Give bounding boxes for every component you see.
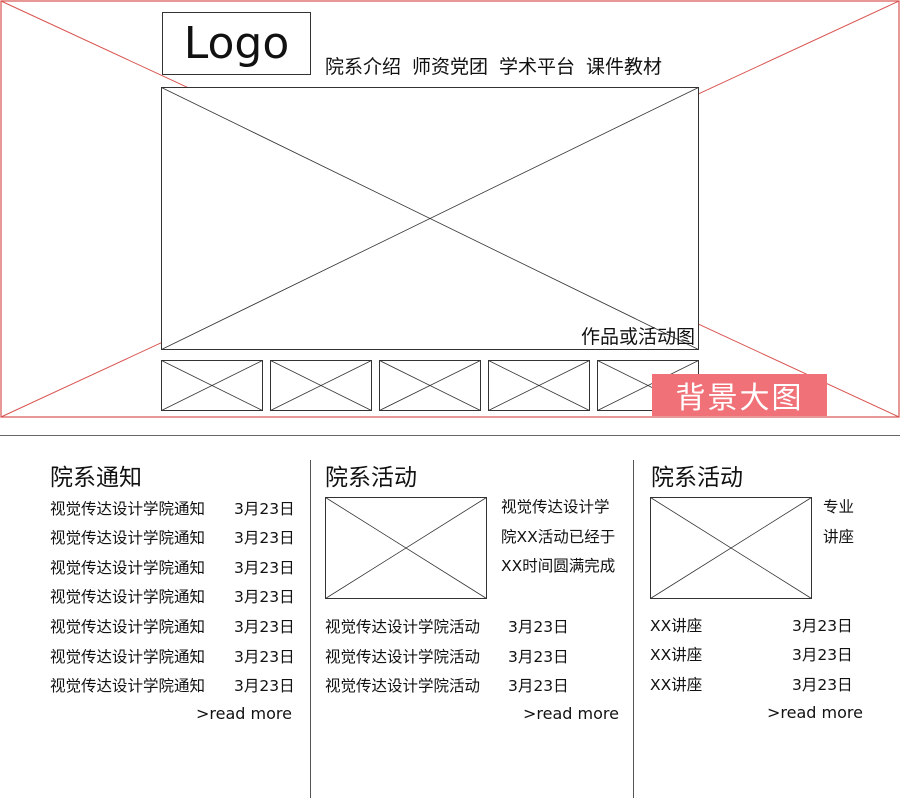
lecture-item[interactable]: XX讲座 [650,676,703,694]
notice-item[interactable]: 视觉传达设计学院通知 [50,497,205,519]
notice-item[interactable]: 视觉传达设计学院通知 [50,526,205,548]
activity-item[interactable]: 视觉传达设计学院活动 [325,677,481,695]
hero-thumbnail[interactable] [488,360,590,411]
notices-read-more-link[interactable]: >read more [196,704,292,723]
notice-text: 视觉传达设计学院通知 [50,618,206,636]
notice-date: 3月23日 [234,529,295,547]
notice-text: 视觉传达设计学院通知 [50,677,206,695]
activity-item[interactable]: 视觉传达设计学院活动 [325,648,481,666]
logo[interactable]: Logo [162,12,311,75]
lecture-date: 3月23日 [792,617,853,635]
notice-item[interactable]: 视觉传达设计学院通知 [50,585,205,607]
nav-item-faculty[interactable]: 师资党团 [412,56,489,78]
activities-read-more-link[interactable]: >read more [523,704,619,723]
nav-item-academic-platform[interactable]: 学术平台 [499,56,576,78]
section-divider [0,435,900,436]
lecture-description: 讲座 [823,528,855,546]
activity-item[interactable]: 视觉传达设计学院活动 [325,618,481,636]
activity-date: 3月23日 [508,618,569,636]
notice-item[interactable]: 视觉传达设计学院通知 [50,674,205,696]
main-nav: 院系介绍 师资党团 学术平台 课件教材 [325,52,674,80]
notice-text: 视觉传达设计学院通知 [50,529,206,547]
notice-text: 视觉传达设计学院通知 [50,648,206,666]
activity-description: 院XX活动已经于 [501,528,616,546]
notice-date: 3月23日 [234,677,295,695]
hero-caption: 作品或活动图 [580,326,695,348]
notice-text: 视觉传达设计学院通知 [50,588,206,606]
hero-image-placeholder[interactable] [161,87,699,350]
background-image-label: 背景大图 [652,374,827,416]
activity-date: 3月23日 [508,677,569,695]
notices-title: 院系通知 [50,465,142,491]
notice-text: 视觉传达设计学院通知 [50,500,206,518]
activities-title: 院系活动 [325,465,417,491]
hero-thumbnail[interactable] [161,360,263,411]
lectures-read-more-link[interactable]: >read more [767,703,863,722]
nav-item-courseware[interactable]: 课件教材 [586,56,663,78]
notice-date: 3月23日 [234,559,295,577]
column-divider [310,460,311,798]
lectures-title: 院系活动 [651,465,743,491]
notice-date: 3月23日 [234,500,295,518]
activity-image-placeholder[interactable] [325,497,487,599]
notice-date: 3月23日 [234,648,295,666]
lecture-date: 3月23日 [792,646,853,664]
activity-description: 视觉传达设计学 [501,498,610,516]
lecture-item[interactable]: XX讲座 [650,646,703,664]
lecture-item[interactable]: XX讲座 [650,617,703,635]
hero-thumbnail[interactable] [270,360,372,411]
activity-date: 3月23日 [508,648,569,666]
hero-thumbnail[interactable] [379,360,481,411]
activity-description: XX时间圆满完成 [501,557,616,575]
nav-item-department-intro[interactable]: 院系介绍 [325,56,402,78]
notice-date: 3月23日 [234,618,295,636]
notice-item[interactable]: 视觉传达设计学院通知 [50,615,205,637]
column-divider [633,460,634,798]
lecture-image-placeholder[interactable] [650,497,812,599]
notice-item[interactable]: 视觉传达设计学院通知 [50,645,205,667]
notice-date: 3月23日 [234,588,295,606]
notice-item[interactable]: 视觉传达设计学院通知 [50,556,205,578]
lecture-date: 3月23日 [792,676,853,694]
notice-text: 视觉传达设计学院通知 [50,559,206,577]
lecture-description: 专业 [823,498,855,516]
